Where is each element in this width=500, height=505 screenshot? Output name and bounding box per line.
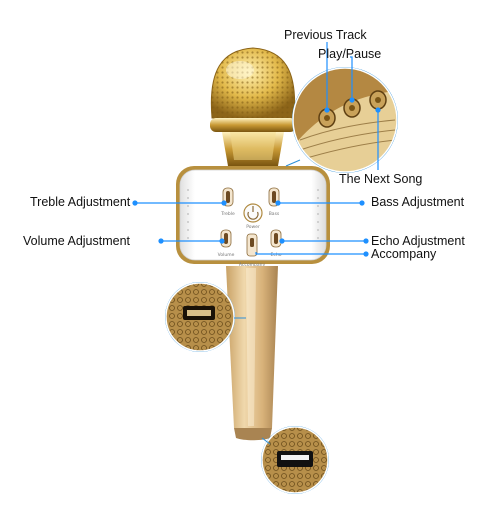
- callout-next-song: The Next Song: [339, 172, 423, 186]
- panel-label-bass: Bass: [269, 211, 280, 217]
- panel-label-accompany: Accompany: [239, 262, 266, 268]
- zoom-usb-a-port: [261, 426, 329, 494]
- control-panel: Treble Bass Volume Echo Power Accompany: [176, 166, 330, 268]
- power-button[interactable]: [243, 203, 263, 223]
- accompany-switch[interactable]: [246, 233, 258, 257]
- mic-head: [210, 47, 296, 119]
- callout-echo: Echo Adjustment: [371, 234, 465, 248]
- panel-label-volume: Volume: [218, 252, 235, 258]
- callout-previous-track: Previous Track: [284, 28, 367, 42]
- zoom-usb-port: [165, 282, 235, 352]
- callout-volume: Volume Adjustment: [23, 234, 131, 248]
- zoom-connectors: [234, 159, 301, 445]
- callout-play-pause: Play/Pause: [318, 47, 382, 61]
- echo-knob[interactable]: [270, 229, 282, 248]
- panel-label-echo: Echo: [271, 252, 282, 258]
- callout-bass: Bass Adjustment: [371, 195, 465, 209]
- panel-label-treble: Treble: [220, 211, 235, 217]
- panel-label-power: Power: [246, 224, 260, 230]
- mic-handle: [226, 266, 278, 441]
- zoom-top-buttons: [292, 67, 398, 173]
- callout-treble: Treble Adjustment: [30, 195, 131, 209]
- callout-accompany: Accompany: [371, 247, 437, 261]
- mic-collar: [210, 118, 296, 166]
- callout-lines: [132, 42, 381, 257]
